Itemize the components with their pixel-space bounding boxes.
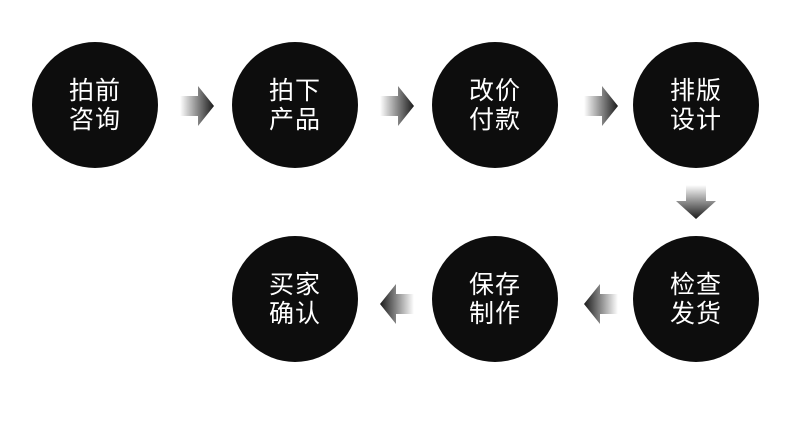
arrow-down-icon — [676, 185, 716, 219]
step-produce-line2: 制作 — [468, 299, 521, 328]
step-ship: 检查 发货 — [633, 236, 759, 362]
arrow-right-icon — [584, 86, 618, 126]
step-order: 拍下 产品 — [232, 42, 358, 168]
step-confirm-line2: 确认 — [268, 299, 321, 328]
step-produce-line1: 保存 — [468, 270, 521, 299]
arrow-right-icon — [180, 86, 214, 126]
step-ship-line1: 检查 — [669, 270, 722, 299]
arrow-right-icon — [380, 86, 414, 126]
step-design-line1: 排版 — [669, 76, 722, 105]
step-order-line2: 产品 — [268, 105, 321, 134]
step-payment: 改价 付款 — [432, 42, 558, 168]
step-ship-line2: 发货 — [669, 299, 722, 328]
step-design-line2: 设计 — [669, 105, 722, 134]
step-order-line1: 拍下 — [268, 76, 321, 105]
step-payment-line2: 付款 — [468, 105, 521, 134]
step-consult-line2: 咨询 — [68, 105, 121, 134]
step-consult: 拍前 咨询 — [32, 42, 158, 168]
arrow-left-icon — [380, 284, 414, 324]
step-consult-line1: 拍前 — [68, 76, 121, 105]
step-confirm: 买家 确认 — [232, 236, 358, 362]
step-payment-line1: 改价 — [468, 76, 521, 105]
arrow-left-icon — [584, 284, 618, 324]
step-design: 排版 设计 — [633, 42, 759, 168]
step-confirm-line1: 买家 — [268, 270, 321, 299]
step-produce: 保存 制作 — [432, 236, 558, 362]
